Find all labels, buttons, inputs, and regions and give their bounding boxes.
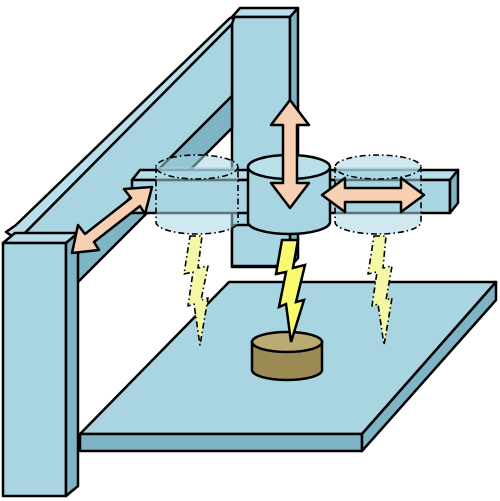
beam-right-ghost xyxy=(367,235,393,346)
ghost-cylinder-left xyxy=(155,154,239,235)
workpiece-top xyxy=(250,330,324,354)
arrow-vertical-z xyxy=(269,98,311,210)
workpiece xyxy=(250,330,324,382)
energy-beams xyxy=(183,235,393,346)
arrow-horizontal-x xyxy=(320,176,426,214)
print-head xyxy=(130,153,460,268)
plate-right-edge xyxy=(360,280,498,453)
plate-front-edge xyxy=(78,432,364,453)
beam-left-ghost xyxy=(183,235,209,346)
beam-center-active xyxy=(274,238,307,343)
front-post-front xyxy=(1,241,68,498)
arrow-diagonal-y xyxy=(70,185,154,255)
motion-arrows xyxy=(70,98,426,255)
rear-post-top xyxy=(230,6,300,19)
rail-end xyxy=(448,168,460,215)
front-post-side xyxy=(64,231,80,498)
